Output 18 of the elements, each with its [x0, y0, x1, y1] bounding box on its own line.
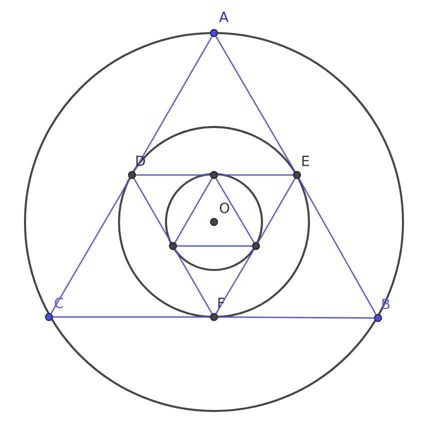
- line-segment: [298, 178, 377, 315]
- line-segment: [133, 36, 213, 172]
- line-segment: [216, 249, 254, 314]
- line-segment: [53, 316, 210, 318]
- line-segment: [174, 178, 213, 243]
- line-segment: [216, 36, 296, 172]
- line-segment: [133, 178, 172, 243]
- line-segment: [216, 178, 254, 243]
- line-segment: [257, 178, 296, 243]
- line-segment: [136, 174, 210, 176]
- line-segment: [218, 174, 293, 176]
- line-segment: [177, 245, 252, 247]
- line-segment: [174, 249, 213, 314]
- line-segment: [50, 178, 130, 314]
- line-segment: [218, 316, 374, 319]
- point-label: E: [301, 155, 310, 169]
- point-label: A: [219, 11, 229, 25]
- point-label: O: [219, 202, 230, 216]
